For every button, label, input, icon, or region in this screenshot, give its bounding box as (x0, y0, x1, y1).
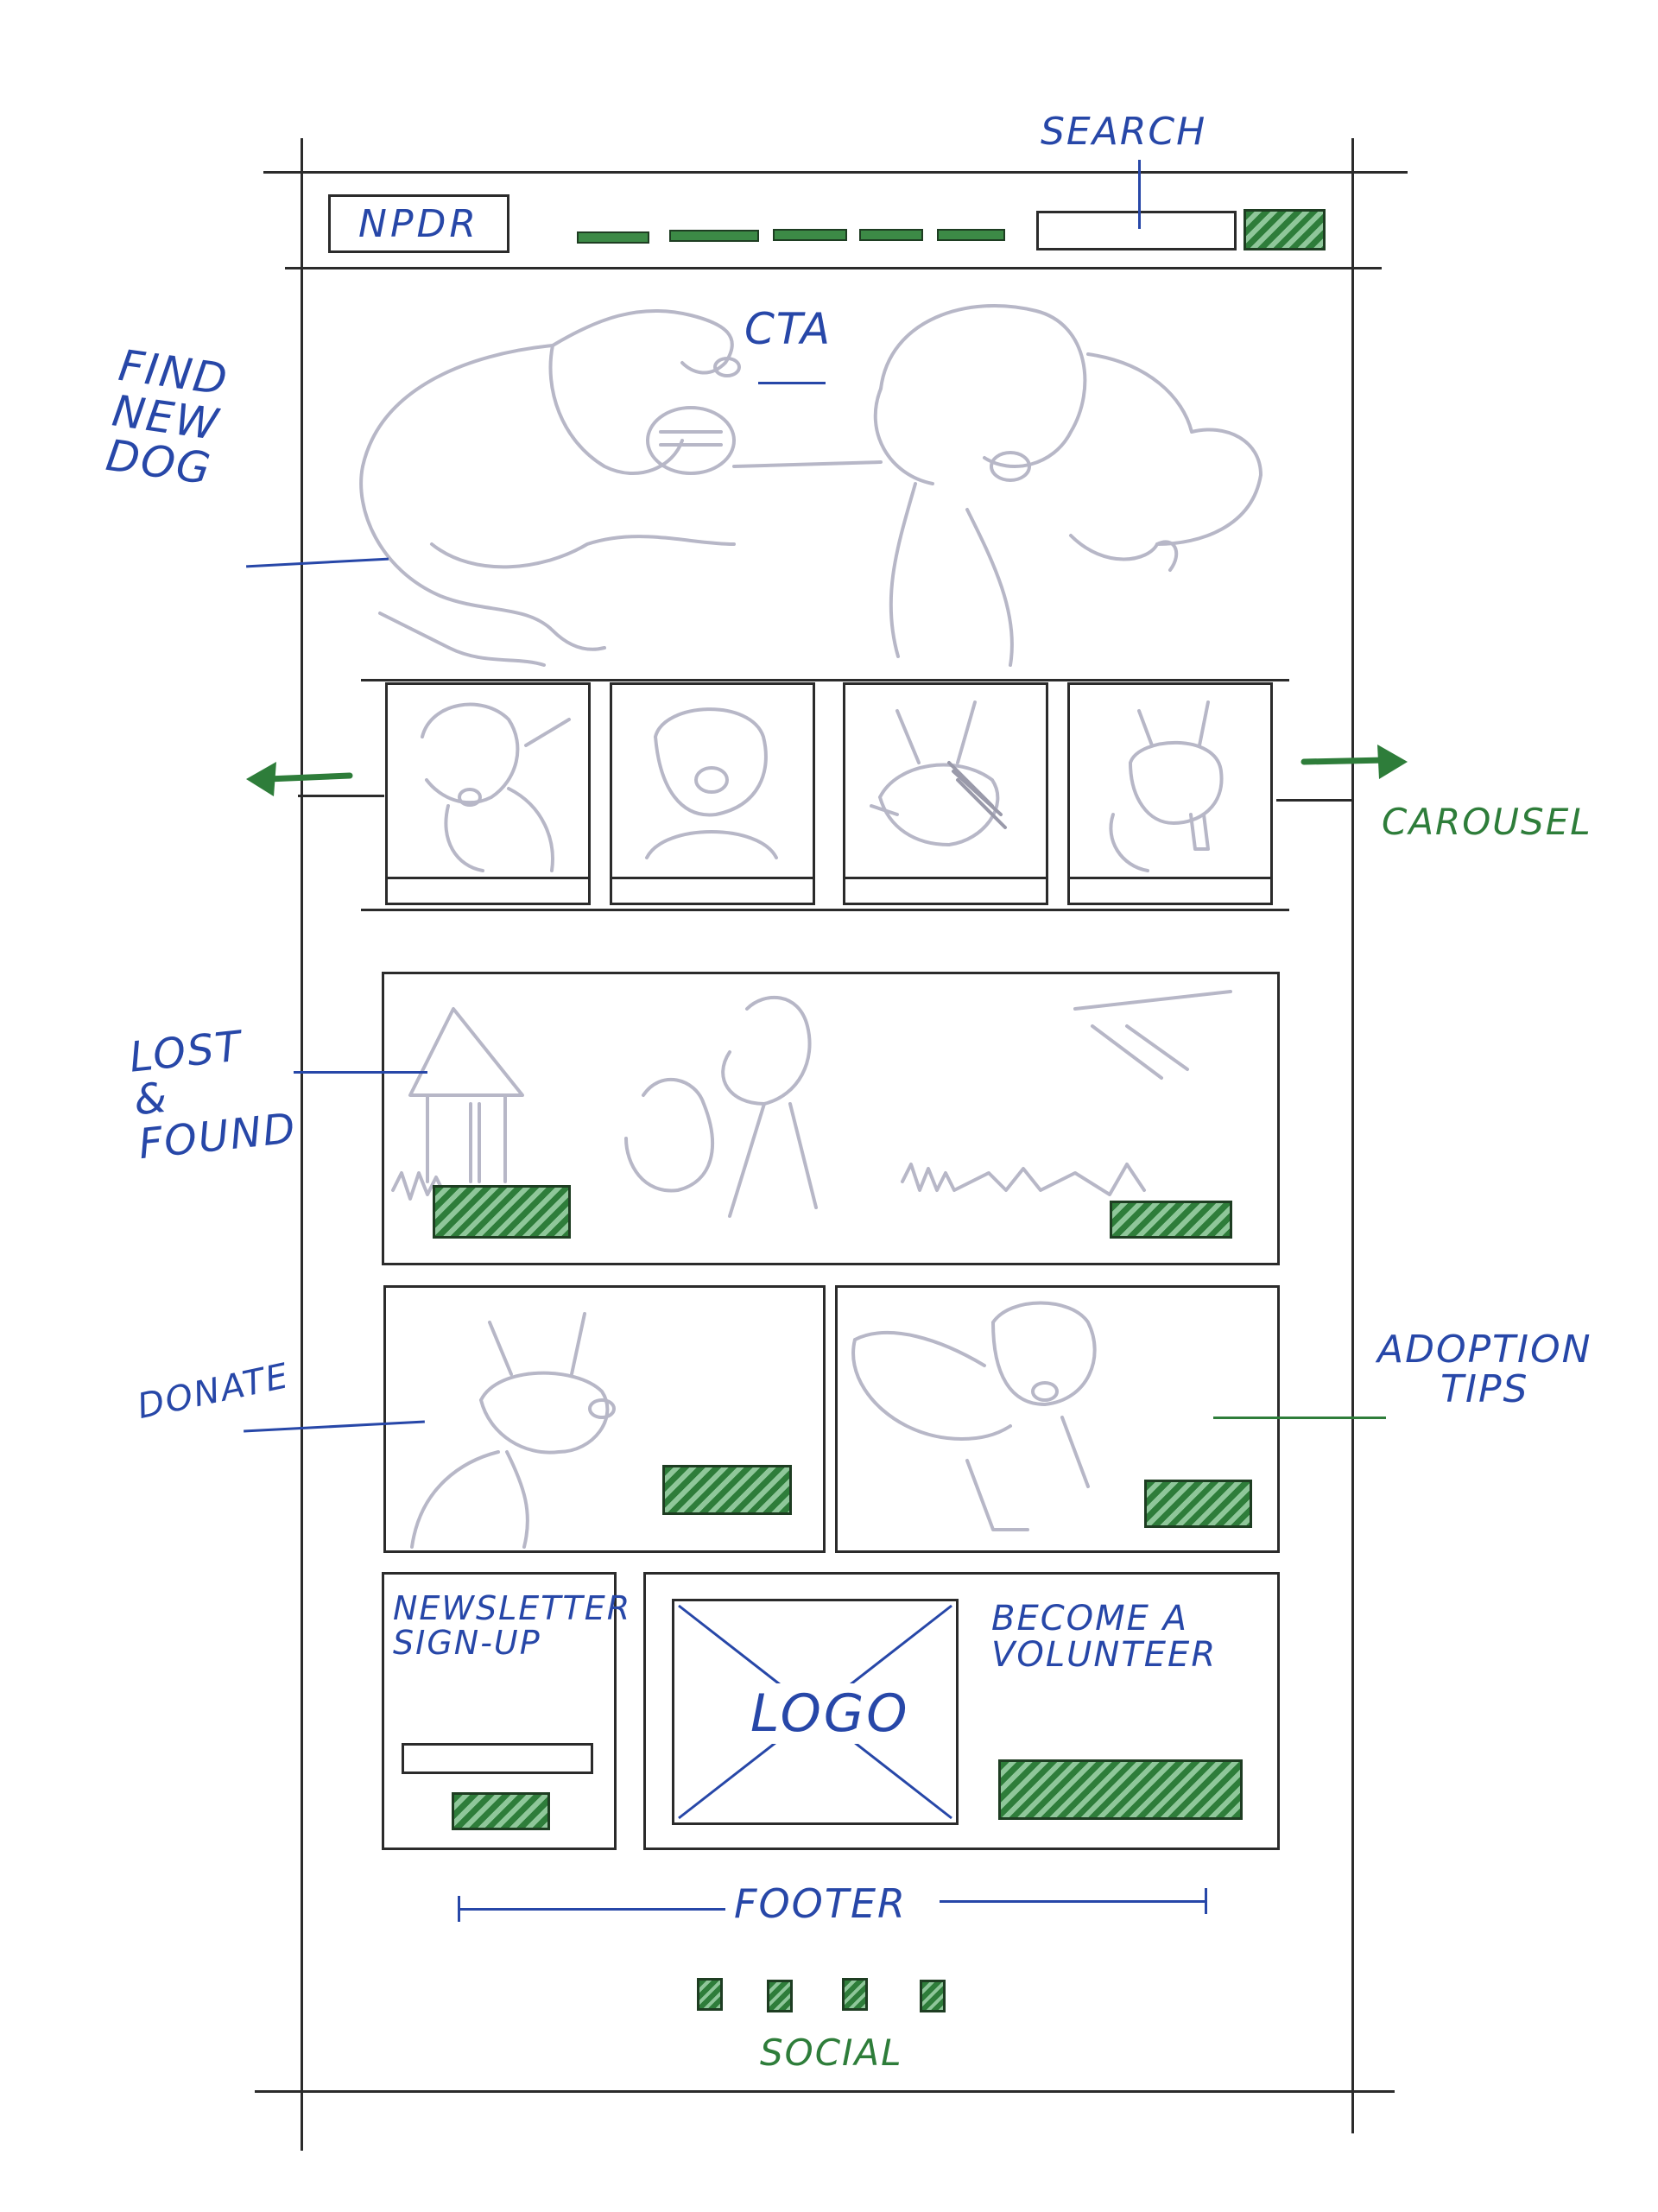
lost-found-button-left[interactable] (433, 1185, 571, 1239)
carousel-right-connector (1276, 799, 1354, 802)
site-logo[interactable]: NPDR (328, 194, 509, 253)
header-bottom-line (285, 267, 1382, 269)
page-left-border (301, 138, 303, 2151)
nav-link-3[interactable] (773, 229, 847, 241)
adoption-tips-annotation: ADOPTION TIPS (1377, 1328, 1592, 1412)
footer-annotation: FOOTER (734, 1880, 907, 1927)
search-input[interactable] (1036, 211, 1237, 250)
carousel-card-4[interactable] (1067, 682, 1273, 905)
page-bottom-line (255, 2090, 1395, 2093)
volunteer-button[interactable] (998, 1759, 1243, 1820)
arrow-left-icon[interactable] (237, 751, 358, 803)
nav-link-5[interactable] (937, 229, 1005, 241)
carousel-card-1[interactable] (385, 682, 591, 905)
site-logo-text: NPDR (358, 201, 479, 246)
page-right-border (1351, 138, 1354, 2133)
social-icon-1[interactable] (697, 1978, 723, 2011)
footer-line-left (458, 1908, 725, 1911)
cta-annotation: CTA (744, 304, 832, 354)
lost-found-annotation: LOST & FOUND (127, 1022, 300, 1169)
donate-section[interactable] (383, 1285, 826, 1553)
hero-image (328, 285, 1347, 674)
carousel-annotation: CAROUSEL (1382, 801, 1592, 843)
carousel-left-connector (298, 795, 384, 797)
search-annotation-leader (1138, 160, 1141, 229)
newsletter-submit-button[interactable] (452, 1792, 550, 1830)
volunteer-title: BECOME A VOLUNTEER (991, 1599, 1218, 1675)
header-top-line (263, 171, 1408, 174)
nav-link-1[interactable] (577, 231, 649, 244)
carousel-top-line (361, 679, 1289, 681)
social-icon-2[interactable] (767, 1980, 793, 2012)
search-annotation: SEARCH (1041, 110, 1207, 154)
donate-annotation: DONATE (134, 1355, 294, 1428)
social-icon-3[interactable] (842, 1978, 868, 2011)
lost-found-leader (294, 1071, 427, 1074)
carousel-bottom-line (361, 909, 1289, 911)
carousel-card-2[interactable] (610, 682, 815, 905)
footer-line-right-cap (1205, 1888, 1207, 1914)
newsletter-section: NEWSLETTER SIGN-UP (382, 1572, 630, 1850)
footer-line-right (940, 1900, 1207, 1903)
newsletter-email-input[interactable] (402, 1743, 593, 1774)
lost-found-button-right[interactable] (1110, 1201, 1232, 1239)
cta-annotation-underline (758, 382, 826, 384)
volunteer-section: LOGO BECOME A VOLUNTEER (643, 1572, 1280, 1850)
adoption-tips-section[interactable] (835, 1285, 1280, 1553)
carousel-card-3[interactable] (843, 682, 1048, 905)
search-button[interactable] (1244, 209, 1326, 250)
lost-found-section[interactable] (382, 972, 1280, 1265)
adoption-tips-button[interactable] (1144, 1480, 1252, 1528)
find-new-dog-annotation: FIND NEW DOG (103, 339, 232, 495)
donate-button[interactable] (662, 1465, 792, 1515)
adoption-tips-leader (1213, 1417, 1386, 1419)
nav-link-2[interactable] (669, 230, 759, 242)
arrow-right-icon[interactable] (1295, 736, 1416, 788)
nav-link-4[interactable] (859, 229, 923, 241)
logo-placeholder-label: LOGO (744, 1683, 917, 1744)
newsletter-title: NEWSLETTER SIGN-UP (393, 1589, 632, 1662)
logo-placeholder: LOGO (672, 1599, 959, 1825)
social-annotation: SOCIAL (760, 2031, 903, 2074)
footer-line-left-cap (458, 1896, 460, 1922)
social-icon-4[interactable] (920, 1980, 946, 2012)
